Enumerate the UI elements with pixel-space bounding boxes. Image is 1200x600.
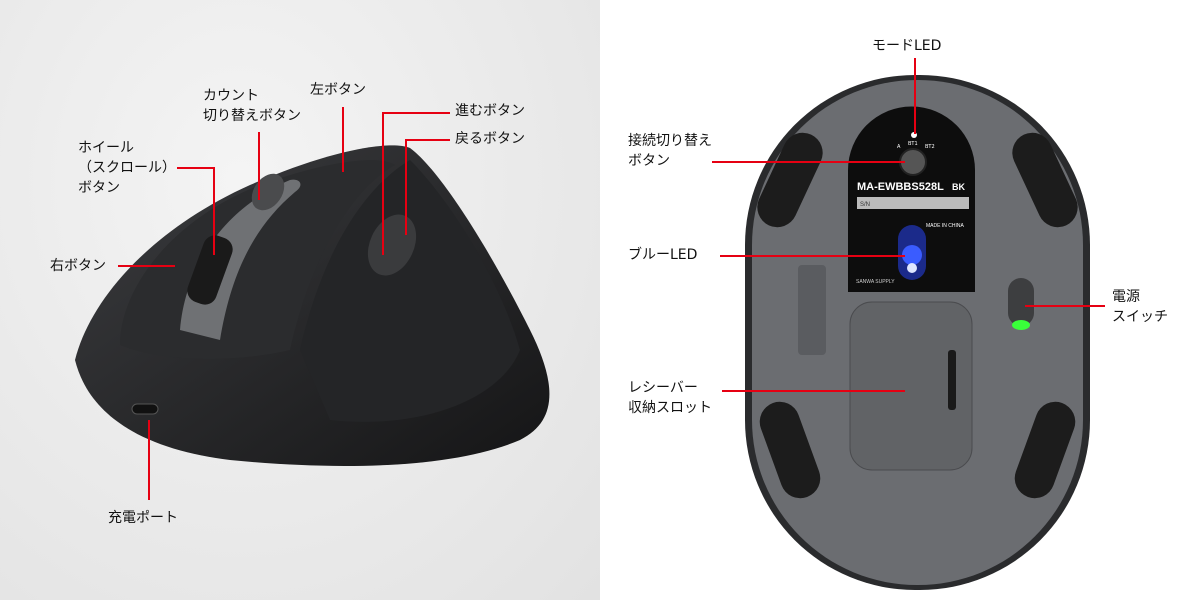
foot-pad	[1012, 132, 1078, 228]
leader-line	[1025, 305, 1105, 307]
label-blue-led: ブルーLED	[628, 247, 698, 263]
label-back-button: 戻るボタン	[455, 131, 525, 147]
led-a-label: A	[897, 144, 901, 150]
mouse-bottom-view-panel: MA-EWBBS528L BK S/N MADE IN CHINA SANWA …	[600, 0, 1200, 600]
leader-line	[720, 255, 905, 257]
serial-label: S/N	[860, 202, 870, 208]
led-bt1-label: BT1	[908, 141, 918, 147]
scroll-wheel	[187, 235, 233, 305]
foot-pad	[759, 401, 821, 499]
label-power-switch: 電源 スイッチ	[1112, 289, 1168, 325]
battery-cover	[849, 301, 973, 471]
mouse-top-view-panel	[0, 0, 600, 600]
power-switch	[1008, 278, 1034, 326]
label-wheel-button: ホイール （スクロール） ボタン	[78, 140, 176, 196]
leader-line	[382, 112, 384, 255]
receiver-slot-opening	[948, 350, 956, 410]
label-connection-button: 接続切り替え ボタン	[628, 133, 712, 169]
model-number: MA-EWBBS528L	[857, 181, 944, 193]
leader-line	[258, 132, 260, 200]
power-led	[1012, 320, 1030, 330]
leader-line	[914, 58, 916, 134]
led-bt2-label: BT2	[925, 144, 935, 150]
side-buttons-shape	[367, 214, 417, 276]
mouse-top-illustration	[75, 145, 550, 466]
count-button-shape	[251, 173, 285, 211]
serial-box	[857, 197, 969, 209]
leader-line	[118, 265, 175, 267]
leader-line	[342, 107, 344, 172]
label-forward-button: 進むボタン	[455, 103, 525, 119]
blue-led-glow	[902, 245, 922, 265]
leader-line	[148, 420, 150, 500]
label-left-button: 左ボタン	[310, 82, 366, 98]
foot-pad	[757, 132, 823, 228]
mouse-bottom-illustration: MA-EWBBS528L BK S/N MADE IN CHINA SANWA …	[745, 75, 1090, 590]
leader-line	[213, 167, 215, 255]
label-charge-port: 充電ポート	[108, 510, 178, 526]
label-mode-led: モードLED	[872, 38, 942, 54]
mode-led	[911, 132, 917, 138]
color-code: BK	[952, 182, 965, 192]
leader-line	[382, 112, 450, 114]
foot-pad	[1014, 401, 1076, 499]
leader-line	[405, 139, 407, 235]
label-receiver-slot: レシーバー 収納スロット	[628, 380, 712, 416]
brand-emboss	[798, 265, 826, 355]
usb-c-port	[131, 403, 159, 415]
label-right-button: 右ボタン	[50, 258, 106, 274]
leader-line	[177, 167, 214, 169]
origin-label: MADE IN CHINA	[926, 223, 964, 229]
brand-label: SANWA SUPPLY	[856, 279, 895, 285]
leader-line	[722, 390, 905, 392]
leader-line	[405, 139, 450, 141]
mouse-grip-texture	[300, 160, 520, 422]
label-count-button: カウント 切り替えボタン	[203, 88, 301, 124]
leader-line	[712, 161, 905, 163]
